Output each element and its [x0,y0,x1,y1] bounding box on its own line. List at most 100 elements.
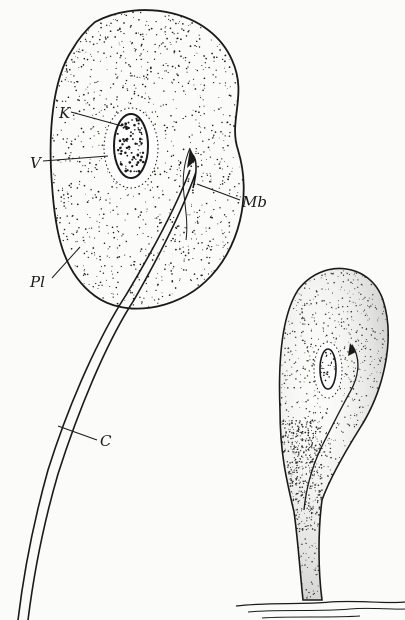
stipple-dot [164,124,166,126]
stipple-dot [381,463,382,464]
stipple-dot [120,153,122,155]
stipple-dot [282,471,283,472]
stipple-dot [383,429,385,431]
stipple-dot [126,141,128,143]
stipple-dot [215,317,216,318]
stipple-dot [140,59,142,61]
stipple-dot [51,252,52,253]
stipple-dot [340,594,341,595]
stipple-dot [378,418,380,420]
stipple-dot [159,259,160,260]
stipple-dot [68,97,70,99]
stipple-dot [281,535,282,536]
stipple-dot [200,154,201,155]
stipple-dot [282,602,283,603]
stipple-dot [350,514,351,515]
stipple-dot [178,65,179,66]
stipple-dot [292,532,293,533]
stipple-dot [211,246,212,247]
stipple-dot [131,75,133,77]
stipple-dot [225,315,227,317]
stipple-dot [48,137,49,138]
stipple-dot [347,538,348,539]
stipple-dot [161,43,162,44]
stipple-dot [160,222,162,224]
stipple-dot [104,41,106,43]
stipple-dot [296,272,298,274]
stipple-dot [224,182,225,183]
stipple-dot [128,161,131,164]
stipple-dot [190,142,191,143]
stipple-dot [99,200,100,201]
stipple-dot [98,191,100,193]
stipple-dot [318,267,319,268]
stipple-dot [288,526,289,527]
stipple-dot [155,111,156,112]
stipple-dot [105,38,107,40]
stipple-dot [130,170,132,172]
stipple-dot [134,261,135,262]
stipple-dot [178,164,180,166]
stipple-dot [373,422,374,423]
stipple-dot [147,74,148,75]
stipple-dot [369,514,370,515]
stipple-dot [219,188,220,189]
stipple-dot [223,242,224,243]
stipple-dot [61,201,62,202]
stipple-dot [356,599,357,600]
stipple-dot [88,313,89,314]
stipple-dot [171,166,173,168]
stipple-dot [393,538,394,539]
stipple-dot [357,475,358,476]
stipple-dot [56,44,57,45]
stipple-dot [120,198,121,199]
label-k: K [58,104,71,122]
stipple-dot [130,72,131,73]
stipple-dot [326,373,327,374]
stipple-dot [153,319,154,320]
stipple-dot [292,512,293,513]
stipple-dot [74,86,75,87]
stipple-dot [191,22,193,24]
stipple-dot [63,202,65,204]
stipple-dot [195,119,196,120]
stipple-dot [161,310,163,312]
stipple-dot [224,68,225,69]
stipple-dot [175,121,177,123]
stipple-dot [56,252,58,254]
stipple-dot [394,540,395,541]
stipple-dot [144,98,145,99]
stipple-dot [170,27,172,29]
stipple-dot [173,21,174,22]
stipple-dot [344,575,346,577]
stipple-dot [278,353,279,354]
stipple-dot [353,561,354,562]
stipple-dot [365,557,366,558]
stipple-dot [51,315,52,316]
stipple-dot [225,85,226,86]
stipple-dot [131,165,133,167]
stipple-dot [97,131,98,132]
stipple-dot [79,96,80,97]
stipple-dot [72,293,73,294]
stipple-dot [371,571,372,572]
stipple-dot [222,59,223,60]
stipple-dot [136,119,138,121]
stipple-dot [241,50,242,51]
stipple-dot [360,592,361,593]
stipple-dot [175,239,176,240]
stipple-dot [387,561,389,563]
stipple-dot [168,15,169,16]
stipple-dot [286,259,287,260]
stipple-dot [177,305,178,306]
stipple-dot [283,477,284,478]
stipple-dot [118,256,120,258]
stipple-dot [388,292,389,293]
stipple-dot [376,489,378,491]
stipple-dot [342,576,343,577]
stipple-dot [188,30,189,31]
stipple-dot [384,502,385,503]
stipple-dot [73,118,74,119]
stipple-dot [393,394,394,395]
stipple-dot [375,268,376,269]
